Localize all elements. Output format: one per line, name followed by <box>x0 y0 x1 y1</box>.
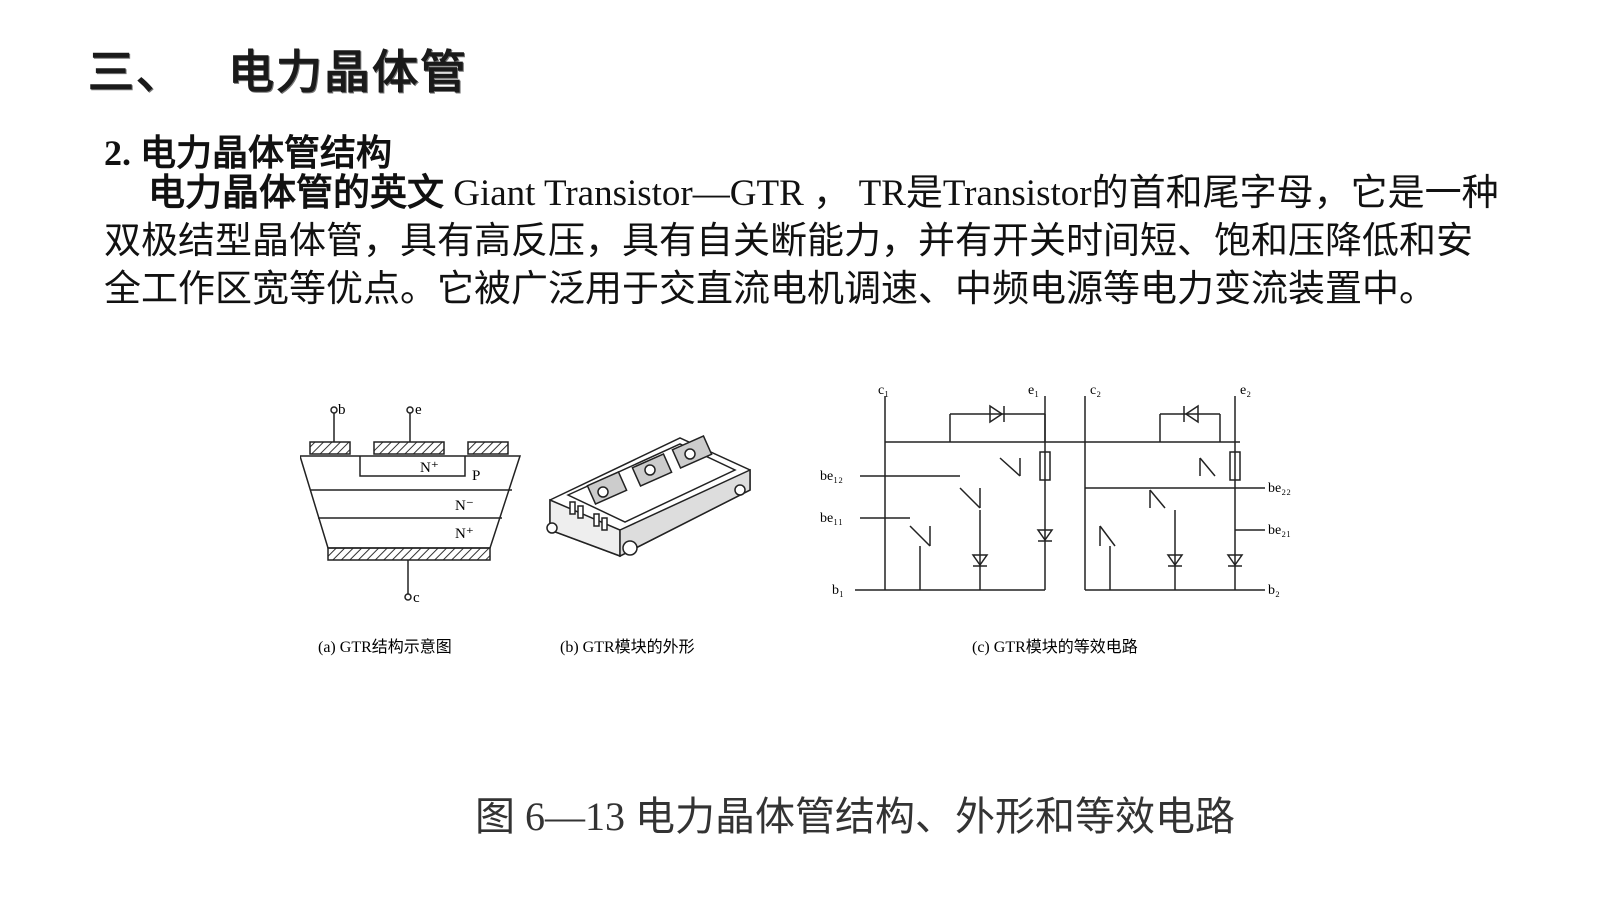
gtr-structure-diagram <box>300 406 522 601</box>
gtr-equivalent-circuit <box>855 396 1265 591</box>
section-title: 电力晶体管 <box>228 45 468 99</box>
terminal-e1: e₁ <box>1028 383 1039 398</box>
section-number: 三、 <box>88 45 184 99</box>
region-n-plus-bottom: N⁺ <box>455 526 474 542</box>
figure-caption: 图 6—13 电力晶体管结构、外形和等效电路 <box>475 794 1235 839</box>
region-n-minus: N⁻ <box>455 498 474 514</box>
terminal-b2: b₂ <box>1268 583 1280 598</box>
terminal-c1: c₁ <box>878 383 889 398</box>
terminal-be21: be₂₁ <box>1268 523 1291 538</box>
terminal-b-label: b <box>338 402 346 418</box>
terminal-be22: be₂₂ <box>1268 481 1291 496</box>
body-paragraph: 电力晶体管的英文 Giant Transistor—GTR ， TR是Trans… <box>104 170 1504 314</box>
terminal-b1: b₁ <box>832 583 844 598</box>
sub-caption-c: (c) GTR模块的等效电路 <box>972 638 1138 656</box>
region-p: P <box>472 468 480 484</box>
sub-caption-b: (b) GTR模块的外形 <box>560 638 695 656</box>
gtr-module-drawing <box>546 434 751 558</box>
section-heading: 三、电力晶体管 <box>88 36 468 102</box>
subsection-heading: 2. 电力晶体管结构 <box>104 133 393 173</box>
terminal-c2: c₂ <box>1090 383 1101 398</box>
figure-6-13: b e N⁺ P N⁻ N⁺ c <box>300 383 1291 656</box>
terminal-c-label: c <box>413 590 420 606</box>
terminal-be11: be₁₁ <box>820 511 843 526</box>
region-n-plus-top: N⁺ <box>420 460 439 476</box>
paragraph-body: Giant Transistor—GTR ， TR是Transistor的首和尾… <box>104 173 1499 310</box>
terminal-e-label: e <box>415 402 422 418</box>
sub-caption-a: (a) GTR结构示意图 <box>318 637 452 656</box>
paragraph-lead: 电力晶体管的英文 <box>148 173 444 214</box>
terminal-e2: e₂ <box>1240 383 1251 398</box>
terminal-be12: be₁₂ <box>820 469 843 484</box>
